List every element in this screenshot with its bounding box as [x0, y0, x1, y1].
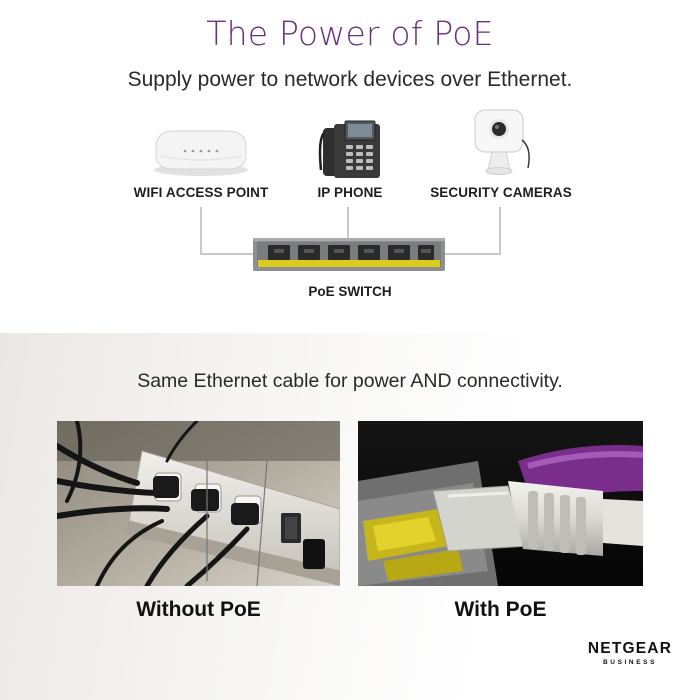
comparison-tagline: Same Ethernet cable for power AND connec…: [137, 370, 563, 392]
ip-phone-icon: [318, 120, 380, 178]
device-label-access-point: WIFI ACCESS POINT: [133, 185, 269, 200]
caption-with-poe: With PoE: [454, 598, 547, 621]
device-label-ip-phone: IP PHONE: [317, 185, 383, 200]
logo-sub: BUSINESS: [602, 659, 658, 666]
netgear-logo: NETGEAR BUSINESS: [575, 640, 685, 666]
poe-diagram: [154, 109, 530, 271]
page-title: The Power of PoE: [206, 14, 494, 53]
security-camera-icon: [474, 109, 530, 175]
poe-port-strip: [258, 260, 440, 267]
device-label-security-cameras: SECURITY CAMERAS: [430, 185, 572, 200]
page-subtitle: Supply power to network devices over Eth…: [127, 68, 573, 91]
logo-name: NETGEAR: [587, 640, 673, 657]
poe-switch-icon: [253, 238, 445, 271]
without-poe-photo: [57, 421, 340, 586]
connection-wires: [200, 207, 501, 255]
caption-without-poe: Without PoE: [136, 598, 261, 621]
switch-label: PoE SWITCH: [308, 284, 392, 299]
with-poe-photo: [358, 421, 643, 586]
wire-access-point: [200, 207, 255, 255]
wire-security-camera: [445, 207, 501, 255]
wifi-access-point-icon: [154, 130, 248, 176]
